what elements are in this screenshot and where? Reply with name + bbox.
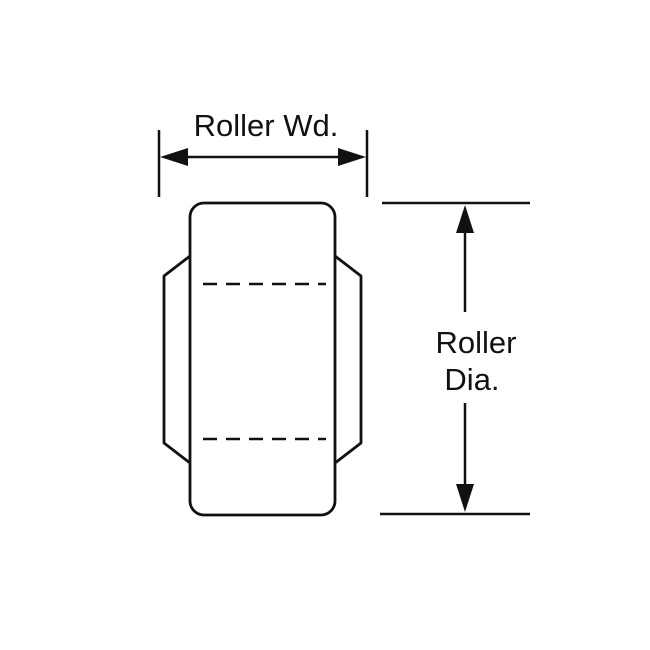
roller-diameter-dimension: Roller Dia. <box>380 201 530 516</box>
roller-width-dimension: Roller Wd. <box>157 108 369 197</box>
roller-body <box>162 201 363 517</box>
diameter-arrowhead-bottom <box>456 484 474 512</box>
roller-diameter-label-line2: Dia. <box>444 362 499 397</box>
roller-hub-left <box>162 254 191 465</box>
width-arrowhead-left <box>160 148 188 166</box>
diameter-arrowhead-top <box>456 205 474 233</box>
roller-diameter-label-line1: Roller <box>436 325 517 360</box>
width-arrowhead-right <box>338 148 366 166</box>
roller-hub-right <box>334 254 363 465</box>
roller-width-label: Roller Wd. <box>194 108 339 143</box>
roller-outline <box>188 201 337 517</box>
